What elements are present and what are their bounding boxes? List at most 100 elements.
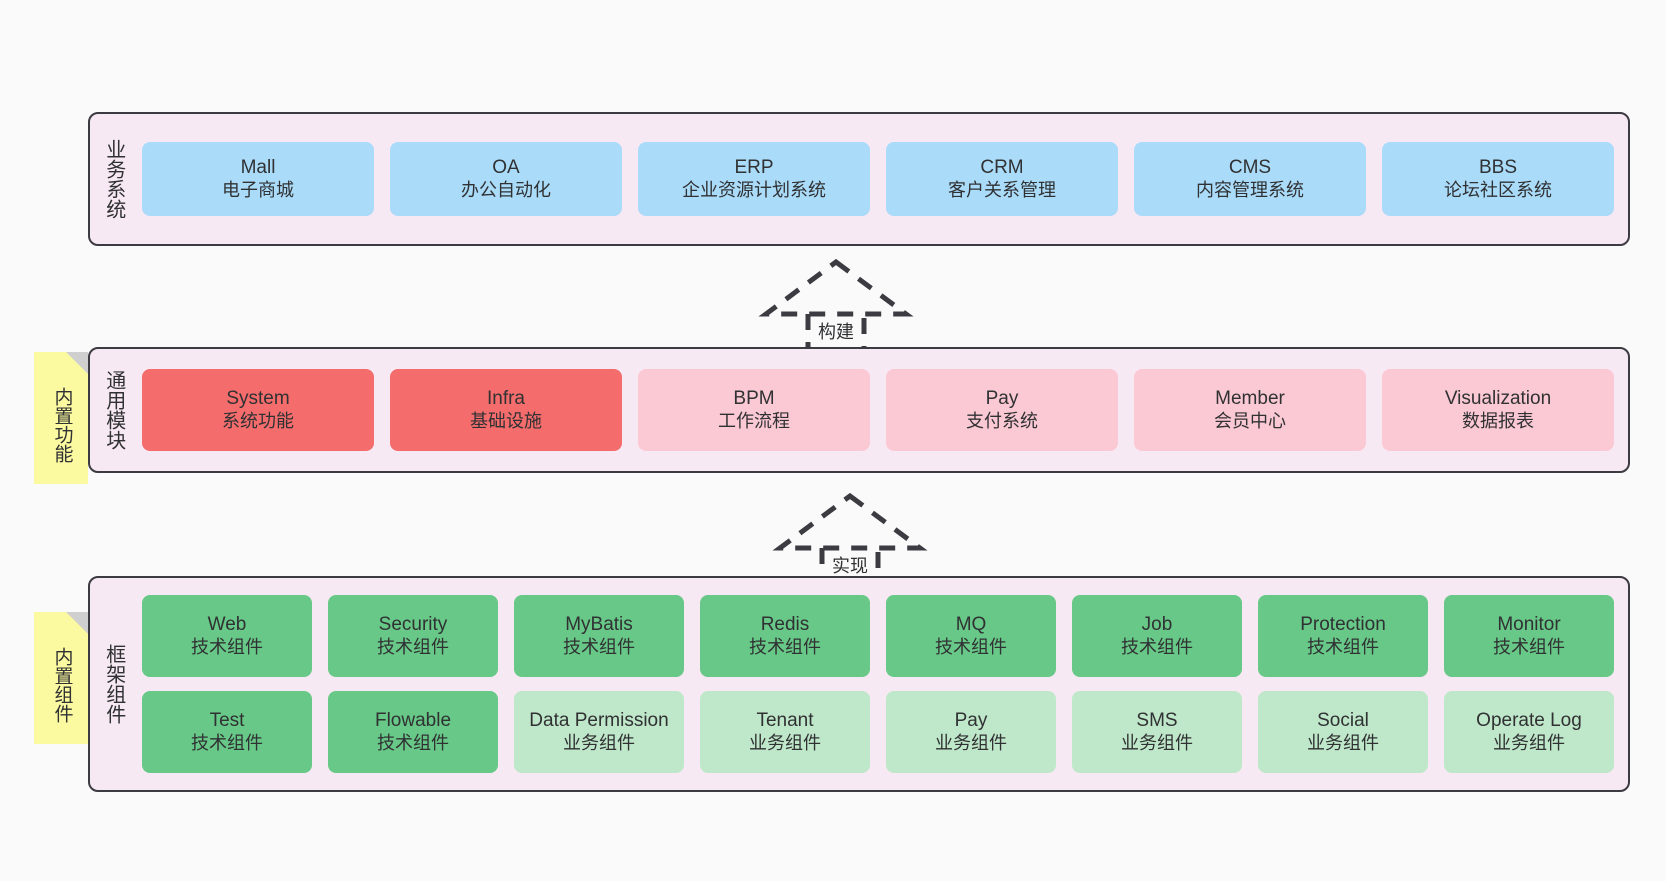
card-title-en: CMS: [1228, 157, 1272, 179]
card-row: System 系统功能 Infra 基础设施 BPM 工作流程 Pay 支付系统…: [142, 369, 1614, 451]
card-title-en: ERP: [734, 157, 774, 179]
card-title-en: Test: [209, 710, 245, 732]
card-title-cn: 技术组件: [1121, 636, 1193, 657]
card-title-en: BBS: [1478, 157, 1518, 179]
card-title-en: BPM: [733, 388, 775, 410]
arrow-realize: 实现: [760, 490, 940, 590]
note-text: 内置功能: [51, 387, 73, 463]
card-title-cn: 业务组件: [563, 732, 635, 753]
card-infra[interactable]: Infra 基础设施: [390, 369, 622, 451]
card-flowable[interactable]: Flowable 技术组件: [328, 691, 498, 773]
card-social[interactable]: Social 业务组件: [1258, 691, 1428, 773]
card-title-cn: 技术组件: [749, 636, 821, 657]
card-title-en: MyBatis: [565, 614, 633, 636]
card-title-cn: 办公自动化: [461, 179, 551, 200]
arrow-build: 构建: [746, 256, 926, 356]
card-system[interactable]: System 系统功能: [142, 369, 374, 451]
card-title-cn: 业务组件: [1121, 732, 1193, 753]
card-title-cn: 企业资源计划系统: [682, 179, 826, 200]
card-cms[interactable]: CMS 内容管理系统: [1134, 142, 1366, 216]
card-test[interactable]: Test 技术组件: [142, 691, 312, 773]
card-title-en: OA: [492, 157, 520, 179]
card-protection[interactable]: Protection 技术组件: [1258, 595, 1428, 677]
card-title-en: MQ: [955, 614, 987, 636]
card-title-en: Security: [378, 614, 448, 636]
card-title-cn: 技术组件: [377, 732, 449, 753]
card-title-cn: 技术组件: [563, 636, 635, 657]
layer-framework-components: 框架组件 Web 技术组件 Security 技术组件 MyBatis 技术组件…: [88, 576, 1630, 792]
card-title-en: Pay: [954, 710, 988, 732]
card-job[interactable]: Job 技术组件: [1072, 595, 1242, 677]
card-visualization[interactable]: Visualization 数据报表: [1382, 369, 1614, 451]
card-title-cn: 技术组件: [191, 732, 263, 753]
card-title-cn: 工作流程: [718, 410, 790, 431]
layer-business-system: 业务系统 Mall 电子商城 OA 办公自动化 ERP 企业资源计划系统 CRM…: [88, 112, 1630, 246]
card-title-en: Tenant: [756, 710, 814, 732]
card-title-cn: 技术组件: [377, 636, 449, 657]
card-crm[interactable]: CRM 客户关系管理: [886, 142, 1118, 216]
card-bpm[interactable]: BPM 工作流程: [638, 369, 870, 451]
card-data-permission[interactable]: Data Permission 业务组件: [514, 691, 684, 773]
layer-caption-common-modules: 通用模块: [102, 370, 125, 450]
card-title-cn: 论坛社区系统: [1444, 179, 1552, 200]
note-builtin-features: 内置功能: [34, 352, 88, 484]
card-title-cn: 数据报表: [1462, 410, 1534, 431]
layer-common-modules: 通用模块 System 系统功能 Infra 基础设施 BPM 工作流程 Pay…: [88, 347, 1630, 473]
card-oa[interactable]: OA 办公自动化: [390, 142, 622, 216]
card-monitor[interactable]: Monitor 技术组件: [1444, 595, 1614, 677]
card-pay-biz[interactable]: Pay 业务组件: [886, 691, 1056, 773]
card-tenant[interactable]: Tenant 业务组件: [700, 691, 870, 773]
card-title-cn: 技术组件: [1493, 636, 1565, 657]
card-title-cn: 业务组件: [1307, 732, 1379, 753]
card-redis[interactable]: Redis 技术组件: [700, 595, 870, 677]
card-title-en: Social: [1317, 710, 1369, 732]
layer-caption-business-system: 业务系统: [102, 139, 125, 219]
card-title-cn: 系统功能: [222, 410, 294, 431]
card-title-cn: 技术组件: [1307, 636, 1379, 657]
card-title-en: SMS: [1136, 710, 1178, 732]
note-builtin-components: 内置组件: [34, 612, 88, 744]
card-sms[interactable]: SMS 业务组件: [1072, 691, 1242, 773]
card-title-en: Pay: [985, 388, 1019, 410]
card-title-cn: 业务组件: [935, 732, 1007, 753]
card-title-cn: 技术组件: [191, 636, 263, 657]
card-member[interactable]: Member 会员中心: [1134, 369, 1366, 451]
card-title-en: Redis: [760, 614, 810, 636]
card-pay[interactable]: Pay 支付系统: [886, 369, 1118, 451]
card-title-en: Job: [1141, 614, 1173, 636]
card-title-en: Infra: [486, 388, 526, 410]
card-title-en: Mall: [240, 157, 276, 179]
card-row: Test 技术组件 Flowable 技术组件 Data Permission …: [142, 691, 1614, 773]
card-mq[interactable]: MQ 技术组件: [886, 595, 1056, 677]
card-operate-log[interactable]: Operate Log 业务组件: [1444, 691, 1614, 773]
layer-body-framework-components: Web 技术组件 Security 技术组件 MyBatis 技术组件 Redi…: [136, 578, 1628, 790]
card-mybatis[interactable]: MyBatis 技术组件: [514, 595, 684, 677]
card-row: Web 技术组件 Security 技术组件 MyBatis 技术组件 Redi…: [142, 595, 1614, 677]
card-title-en: CRM: [980, 157, 1024, 179]
card-web[interactable]: Web 技术组件: [142, 595, 312, 677]
card-title-en: Flowable: [374, 710, 452, 732]
card-security[interactable]: Security 技术组件: [328, 595, 498, 677]
card-row: Mall 电子商城 OA 办公自动化 ERP 企业资源计划系统 CRM 客户关系…: [142, 142, 1614, 216]
card-title-en: Member: [1215, 388, 1285, 410]
card-erp[interactable]: ERP 企业资源计划系统: [638, 142, 870, 216]
card-title-en: Monitor: [1497, 614, 1561, 636]
card-title-cn: 客户关系管理: [948, 179, 1056, 200]
card-title-en: Visualization: [1444, 388, 1552, 410]
layer-body-common-modules: System 系统功能 Infra 基础设施 BPM 工作流程 Pay 支付系统…: [136, 349, 1628, 471]
note-text: 内置组件: [51, 647, 73, 723]
layer-caption-framework-components: 框架组件: [102, 644, 125, 724]
card-title-cn: 电子商城: [222, 179, 294, 200]
card-title-cn: 内容管理系统: [1196, 179, 1304, 200]
card-bbs[interactable]: BBS 论坛社区系统: [1382, 142, 1614, 216]
card-title-cn: 会员中心: [1214, 410, 1286, 431]
card-title-en: Operate Log: [1476, 710, 1582, 732]
card-mall[interactable]: Mall 电子商城: [142, 142, 374, 216]
card-title-en: System: [226, 388, 290, 410]
card-title-cn: 支付系统: [966, 410, 1038, 431]
card-title-cn: 技术组件: [935, 636, 1007, 657]
card-title-en: Protection: [1300, 614, 1386, 636]
card-title-cn: 业务组件: [1493, 732, 1565, 753]
card-title-en: Web: [207, 614, 247, 636]
